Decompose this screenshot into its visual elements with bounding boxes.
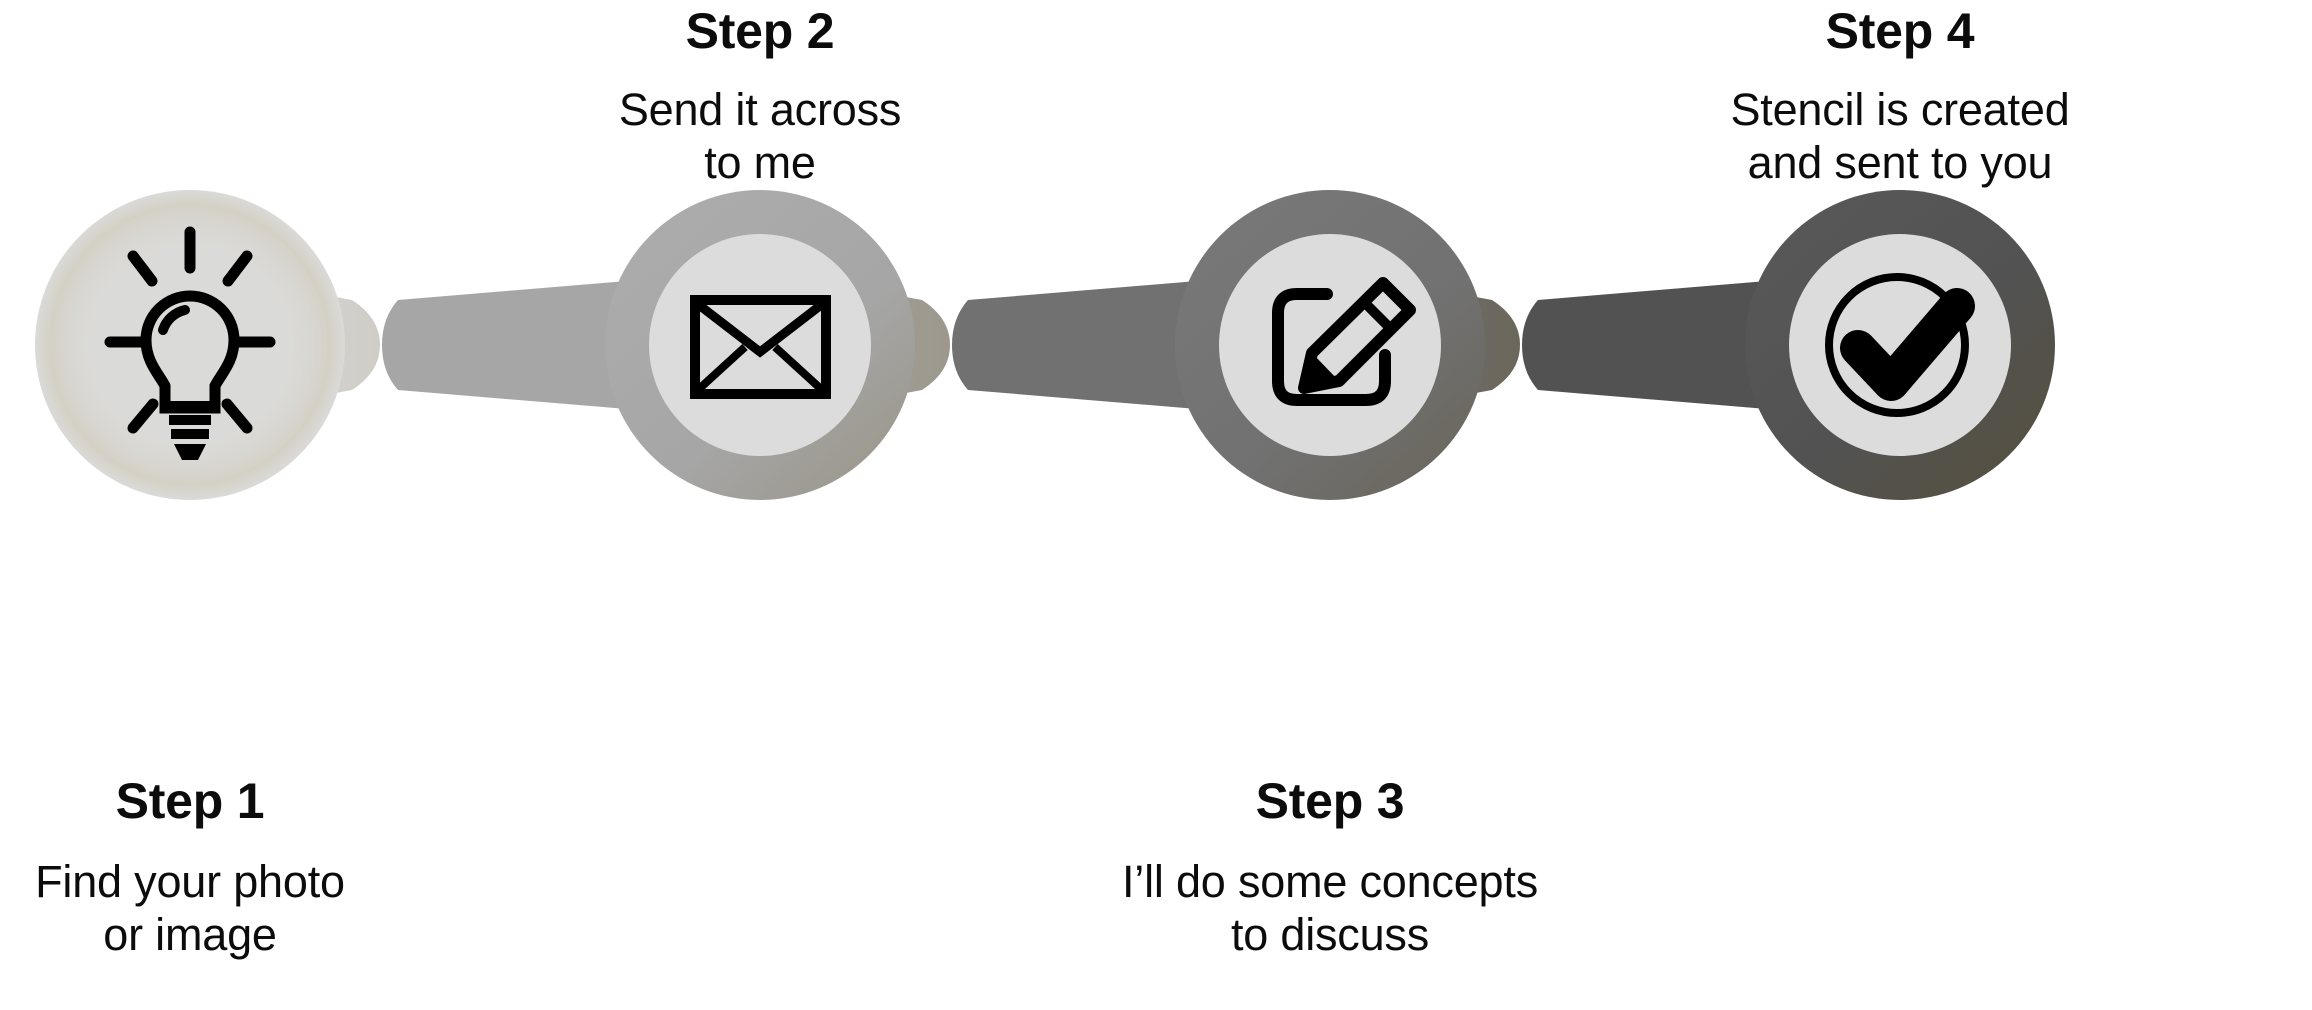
node-step-4[interactable]	[1745, 190, 2055, 500]
edit-pencil-icon	[1272, 277, 1416, 406]
step-2-description: Send it across to me	[618, 84, 902, 189]
node-step-1[interactable]	[35, 190, 345, 500]
caption-step-2: Step 2 Send it across to me	[475, 2, 1045, 189]
caption-step-4: Step 4 Stencil is created and sent to yo…	[1615, 2, 2185, 189]
caption-step-1: Step 1 Find your photo or image	[0, 772, 475, 961]
node-2-inner-circle	[649, 234, 871, 456]
step-3-description: I’ll do some concepts to discuss	[1121, 856, 1538, 961]
node-step-3[interactable]	[1175, 190, 1485, 500]
lightbulb-tip	[174, 444, 206, 460]
step-1-title: Step 1	[115, 773, 265, 829]
caption-step-3: Step 3 I’ll do some concepts to discuss	[1045, 772, 1615, 961]
step-4-description: Stencil is created and sent to you	[1730, 84, 2070, 189]
step-4-title: Step 4	[1825, 3, 1975, 59]
step-3-title: Step 3	[1255, 773, 1405, 829]
node-3-inner-circle	[1219, 234, 1441, 456]
node-1-warm-sheen	[35, 190, 345, 500]
envelope-icon	[690, 295, 831, 399]
lightbulb-base	[167, 401, 213, 439]
check-circle-icon	[1825, 273, 1975, 417]
step-1-description: Find your photo or image	[35, 856, 345, 961]
step-2-title: Step 2	[685, 3, 835, 59]
node-step-2[interactable]	[605, 190, 915, 500]
lightbulb-icon	[104, 226, 276, 434]
